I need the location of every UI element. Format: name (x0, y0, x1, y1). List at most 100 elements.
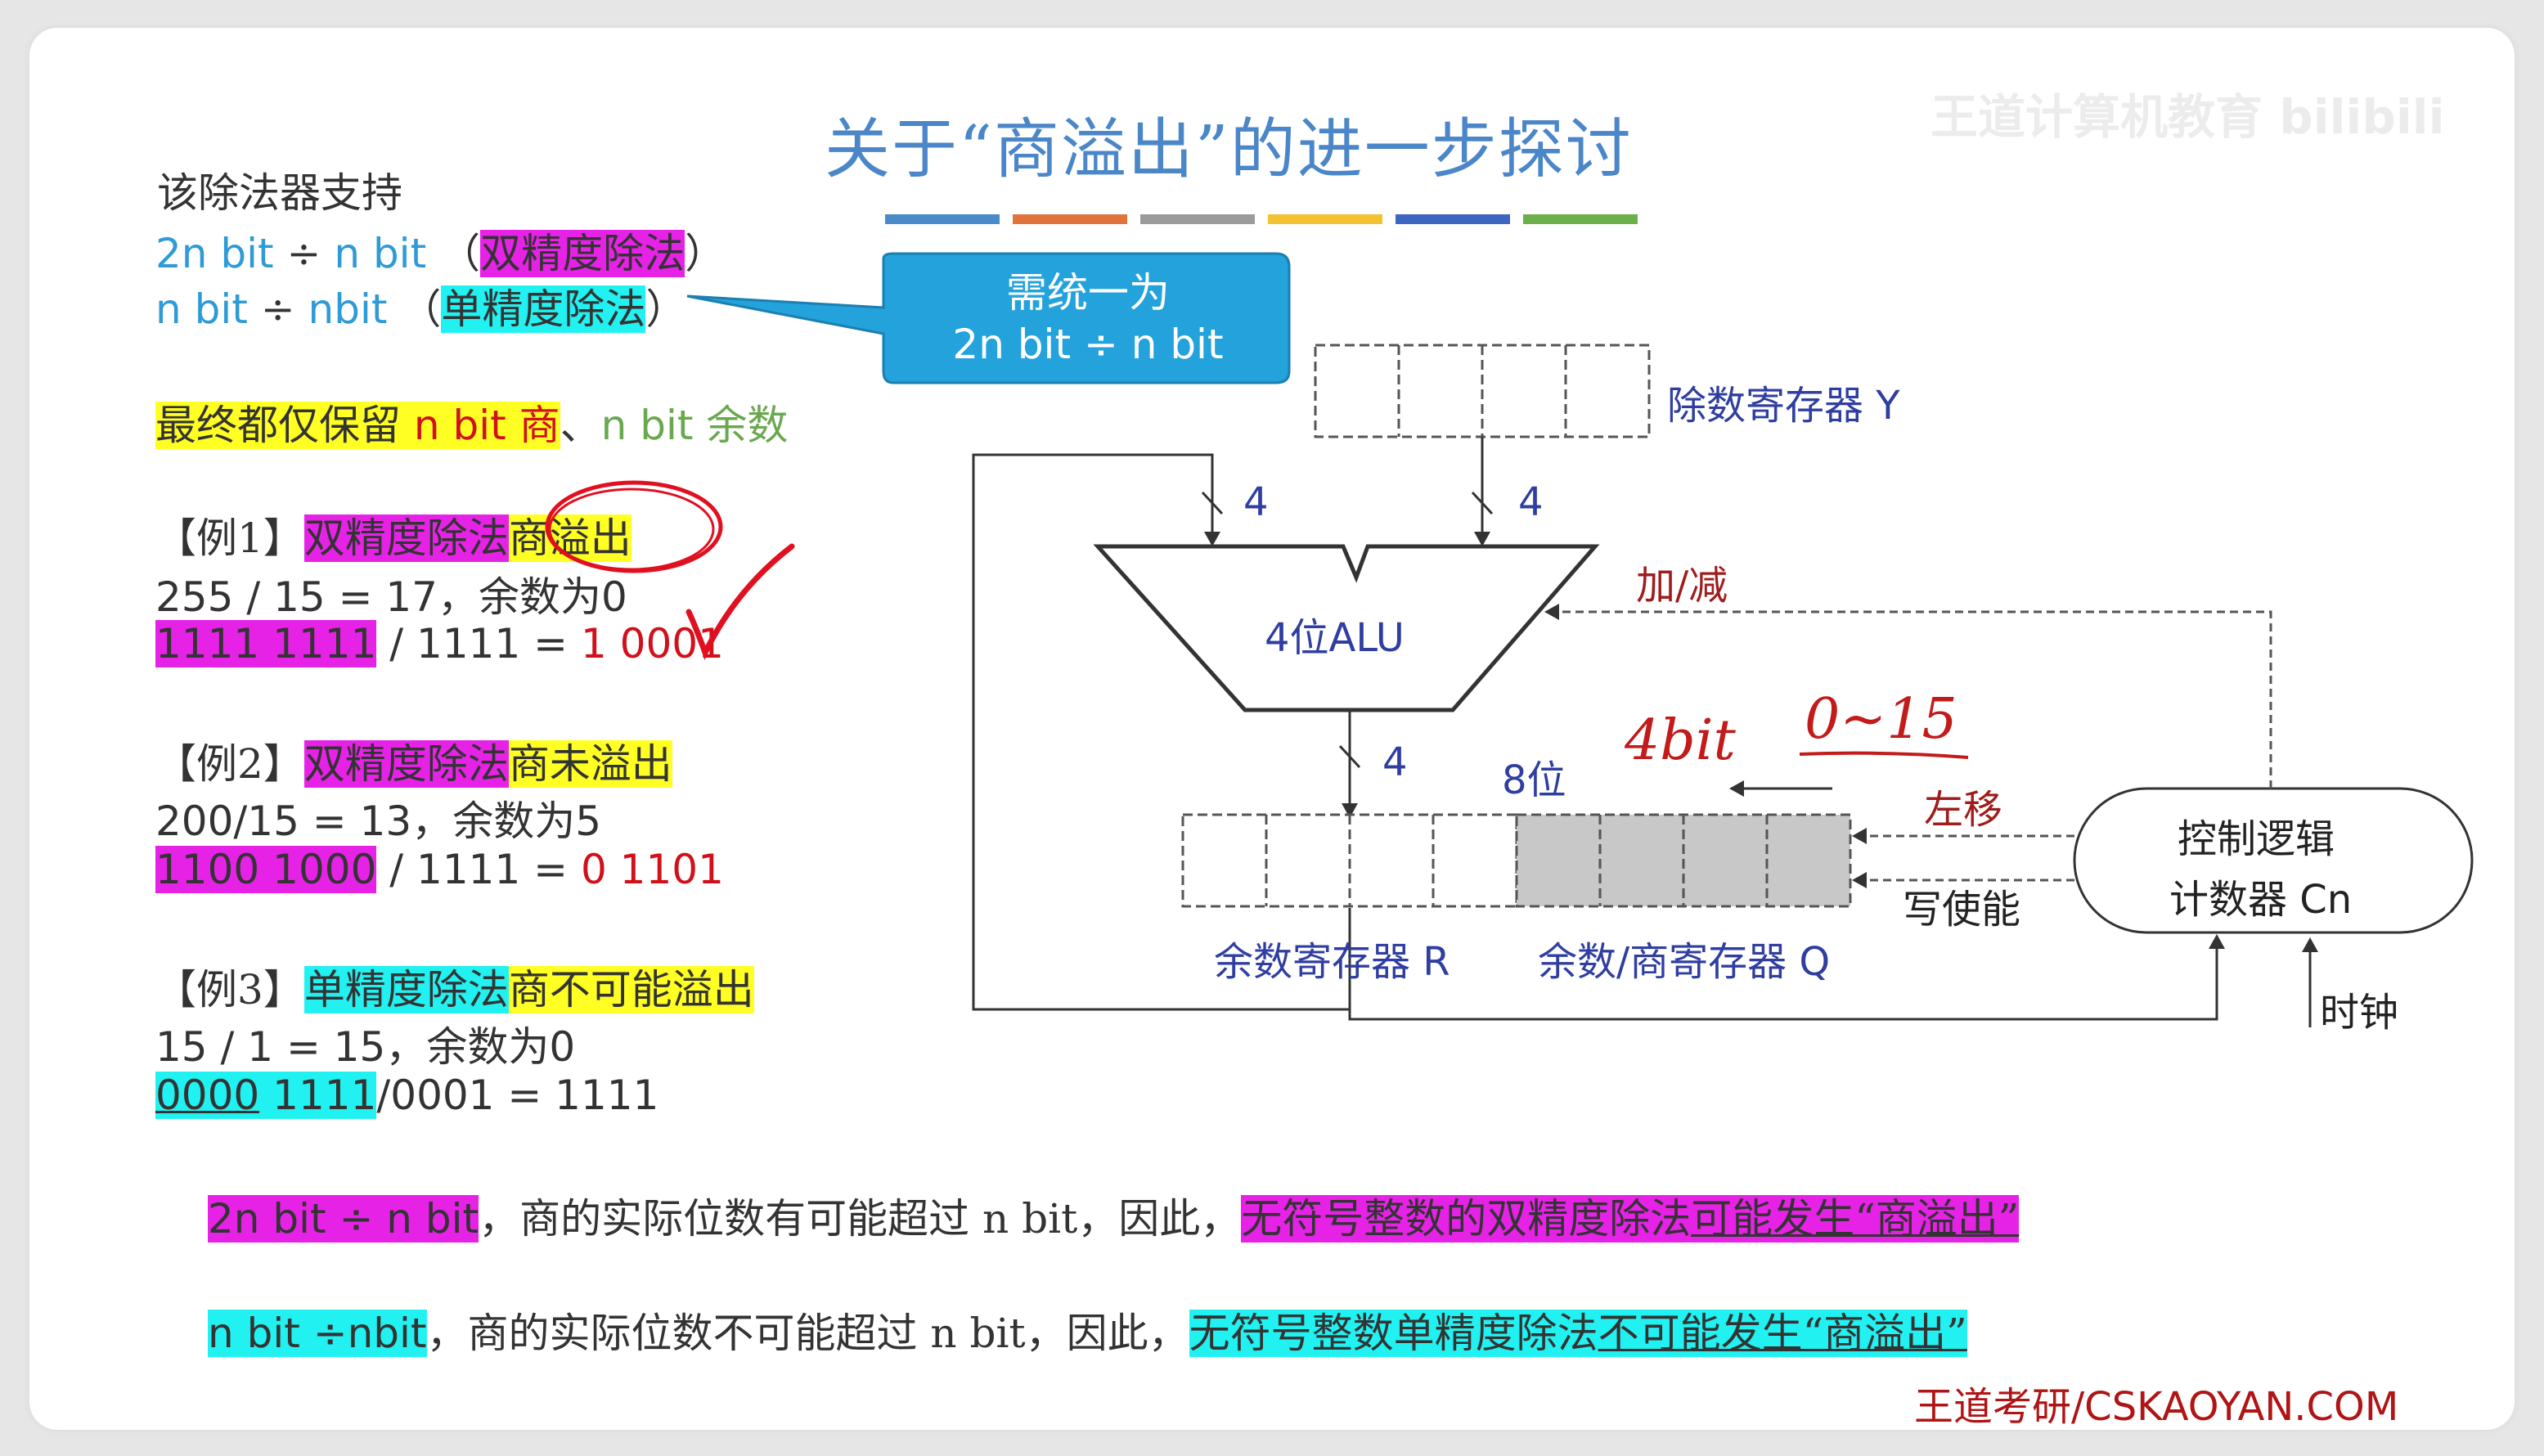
line2-a: n bit (155, 285, 248, 333)
quotient-register-q (1515, 813, 1852, 908)
hand-4bit: 4bit (1625, 708, 1736, 773)
title-bar-3 (1140, 214, 1255, 224)
keep-c: n bit 余数 (600, 402, 789, 449)
feedback-bus (972, 453, 1351, 1011)
ex3-h1: 单精度除法 (303, 966, 509, 1013)
line1-a: 2n bit (155, 230, 274, 277)
keep-b: n bit 商 (413, 402, 560, 449)
bottom2-b: ，商的实际位数不可能超过 n bit，因此， (426, 1310, 1189, 1357)
remainder-label: 余数寄存器 R (1214, 939, 1450, 985)
line2-b: nbit (308, 285, 388, 333)
line2-close: ） (645, 285, 687, 333)
ex1-h2: 商溢出 (508, 515, 632, 562)
example3-header: 【例3】单精度除法商不可能溢出 (155, 957, 754, 1016)
callout-bubble (686, 252, 1291, 384)
ex1-bin-b: / 1111 = (376, 620, 581, 667)
slide-title: 关于“商溢出”的进一步探讨 (825, 111, 1633, 187)
write-label: 写使能 (1903, 887, 2021, 932)
remainder-register-r (1181, 813, 1518, 908)
title-bar-4 (1268, 214, 1382, 224)
title-bar-1 (885, 214, 1000, 224)
line1-b: n bit (334, 230, 427, 277)
keep-line: 最终都仅保留 n bit 商、n bit 余数 (155, 393, 788, 452)
example2-header: 【例2】双精度除法商未溢出 (155, 731, 672, 790)
intro-text: 该除法器支持 (157, 169, 402, 217)
support-line-double: 2n bit ÷ n bit （双精度除法） (155, 221, 726, 280)
counter-feedback (1348, 946, 2218, 1021)
line1-tag: 双精度除法 (480, 230, 685, 277)
keep-sep: 、 (560, 402, 601, 449)
control-logic-block (2073, 787, 2474, 934)
ex3-h2: 商不可能溢出 (508, 966, 754, 1013)
ex1-h1: 双精度除法 (303, 515, 509, 562)
ex3-bin-b: 1111 (272, 1072, 377, 1119)
line1-close: ） (685, 230, 726, 277)
shift-label: 左移 (1924, 787, 2003, 833)
arrow-y-alu (1474, 532, 1490, 546)
line1-open: （ (439, 230, 481, 277)
line2-open: （ (400, 285, 442, 333)
bottom1-c: 无符号整数的双精度除法 (1241, 1195, 1692, 1243)
divisor-register-y (1314, 344, 1651, 438)
title-bar-5 (1396, 214, 1510, 224)
bottom1-d: 可能发生“商溢出” (1691, 1195, 2020, 1243)
title-bar-6 (1523, 214, 1638, 224)
callout-line1: 需统一为 (1006, 269, 1170, 317)
hand-underline (1799, 751, 1969, 759)
line1-op: ÷ (286, 230, 321, 277)
control-line1: 控制逻辑 (2178, 816, 2335, 862)
hand-circle (545, 480, 723, 573)
example3-eq: 15 / 1 = 15，余数为0 (155, 1023, 576, 1071)
example2-eq: 200/15 = 13，余数为5 (155, 798, 602, 845)
callout-shape (686, 252, 1291, 384)
keep-a: 最终都仅保留 (155, 402, 414, 449)
addsub-signal (1554, 610, 2272, 789)
title-bar-2 (1013, 214, 1127, 224)
bottom1-b: ，商的实际位数有可能超过 n bit，因此， (479, 1195, 1242, 1243)
hand-circle-inner (548, 488, 715, 571)
example3-binary: 0000 1111/0001 = 1111 (155, 1072, 658, 1119)
quotient-label: 余数/商寄存器 Q (1538, 939, 1831, 985)
ex2-h2: 商未溢出 (508, 740, 672, 788)
bottom-line1: 2n bit ÷ n bit，商的实际位数有可能超过 n bit，因此，无符号整… (208, 1186, 2020, 1245)
watermark: 王道计算机教育 bilibili (1930, 89, 2445, 145)
alu-shape (1093, 544, 1600, 712)
bus-width-left: 4 (1243, 479, 1269, 525)
divisor-label: 除数寄存器 Y (1667, 383, 1900, 429)
ex2-bin-a: 1100 1000 (155, 846, 377, 893)
bus-width-out: 4 (1382, 739, 1408, 785)
arrow-feedback-alu (1204, 532, 1220, 546)
addsub-label: 加/减 (1636, 563, 1728, 609)
bus-width-right: 4 (1518, 479, 1544, 525)
example2-binary: 1100 1000 / 1111 = 0 1101 (155, 846, 724, 893)
ex2-bin-c: 0 1101 (580, 846, 724, 893)
ex2-h1: 双精度除法 (303, 740, 509, 788)
bottom2-c: 无符号整数单精度除法 (1189, 1310, 1598, 1357)
example1-header: 【例1】双精度除法商溢出 (155, 506, 632, 564)
bottom1-a: 2n bit ÷ n bit (208, 1195, 479, 1243)
site-logo: 王道考研/CSKAOYAN.COM (1914, 1384, 2399, 1430)
ex3-bin-a: 0000 (155, 1072, 260, 1119)
support-line-single: n bit ÷ nbit （单精度除法） (155, 276, 686, 335)
ex3-bin-space (259, 1072, 273, 1119)
bottom-line2: n bit ÷nbit，商的实际位数不可能超过 n bit，因此，无符号整数单精… (208, 1301, 1967, 1359)
ex1-tag: 【例1】 (155, 515, 304, 562)
bottom2-a: n bit ÷nbit (208, 1310, 427, 1357)
line2-tag: 单精度除法 (441, 285, 646, 333)
ex2-tag: 【例2】 (155, 740, 304, 788)
control-line2: 计数器 Cn (2169, 877, 2353, 923)
ex2-bin-b: / 1111 = (376, 846, 581, 893)
example1-eq: 255 / 15 = 17，余数为0 (155, 573, 627, 621)
bottom2-d: 不可能发生“商溢出” (1598, 1310, 1967, 1357)
hand-range: 0~15 (1805, 687, 1957, 752)
callout-line2: 2n bit ÷ n bit (952, 321, 1224, 368)
clock-label: 时钟 (2320, 990, 2399, 1036)
ex1-bin-a: 1111 1111 (155, 620, 377, 667)
ex3-bin-c: /0001 = 1111 (376, 1072, 659, 1119)
eight-bit-label: 8位 (1502, 757, 1566, 803)
ex3-tag: 【例3】 (155, 966, 304, 1013)
line2-op: ÷ (260, 285, 295, 333)
check-mark-icon (685, 543, 795, 661)
